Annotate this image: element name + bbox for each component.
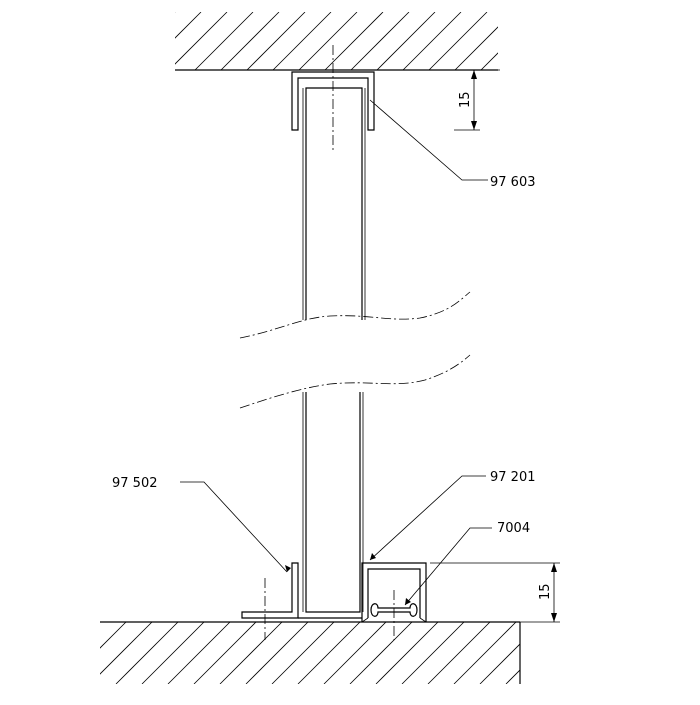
- label-top-track: 97 603: [490, 175, 536, 190]
- hatch-line: [453, 622, 517, 684]
- hatch-line: [115, 622, 179, 684]
- hatch-line: [219, 622, 283, 684]
- hatch-line: [349, 622, 413, 684]
- hatch-line: [428, 12, 488, 70]
- hatch-line: [375, 622, 439, 684]
- dimension-text-top: 15: [458, 91, 473, 108]
- hatch-line: [480, 52, 498, 70]
- hatch-line: [376, 12, 436, 70]
- hatch-line: [100, 622, 153, 675]
- leader-lines: [180, 99, 492, 606]
- hatch-line: [141, 622, 205, 684]
- hatch-line: [220, 12, 280, 70]
- hatch-line: [479, 643, 520, 684]
- label-insert: 7004: [497, 521, 530, 536]
- hatch-line: [350, 12, 410, 70]
- hatch-line: [401, 622, 465, 684]
- hatch-line: [402, 12, 462, 70]
- hatch-line: [100, 622, 101, 623]
- hatch-line: [246, 12, 306, 70]
- hatch-line: [532, 622, 594, 684]
- hatch-line: [298, 12, 358, 70]
- hatch-line: [558, 622, 620, 684]
- hatch-line: [323, 622, 387, 684]
- hatch-line: [505, 669, 520, 684]
- insert-seal: [370, 590, 418, 640]
- floor-slab: [100, 621, 620, 684]
- left-l-profile: [241, 562, 362, 640]
- hatch-line: [507, 12, 565, 70]
- hatch-line: [175, 12, 228, 65]
- hatch-line: [193, 622, 257, 684]
- glass-panel-upper: [302, 87, 366, 320]
- hatch-line: [454, 26, 498, 70]
- ceiling-slab: [175, 12, 591, 71]
- label-left-profile: 97 502: [112, 476, 158, 491]
- hatch-line: [427, 622, 491, 684]
- dimension-top: [452, 69, 500, 131]
- hatch-line: [245, 622, 309, 684]
- glass-panel-lower: [302, 392, 364, 613]
- hatch-line: [167, 622, 231, 684]
- hatch-line: [533, 12, 591, 70]
- bottom-track-profile: [361, 562, 427, 623]
- dimension-text-bottom: 15: [538, 583, 553, 600]
- hatch-line: [271, 622, 335, 684]
- hatch-line: [324, 12, 384, 70]
- hatch-line: [272, 12, 332, 70]
- hatch-line: [100, 622, 127, 649]
- hatch-line: [194, 12, 254, 70]
- hatch-line: [175, 12, 176, 13]
- hatch-line: [297, 622, 361, 684]
- hatch-line: [175, 12, 202, 39]
- dimension-bottom: [430, 562, 560, 623]
- break-lines: [239, 291, 471, 409]
- label-bottom-track: 97 201: [490, 470, 536, 485]
- top-track-profile: [291, 45, 375, 150]
